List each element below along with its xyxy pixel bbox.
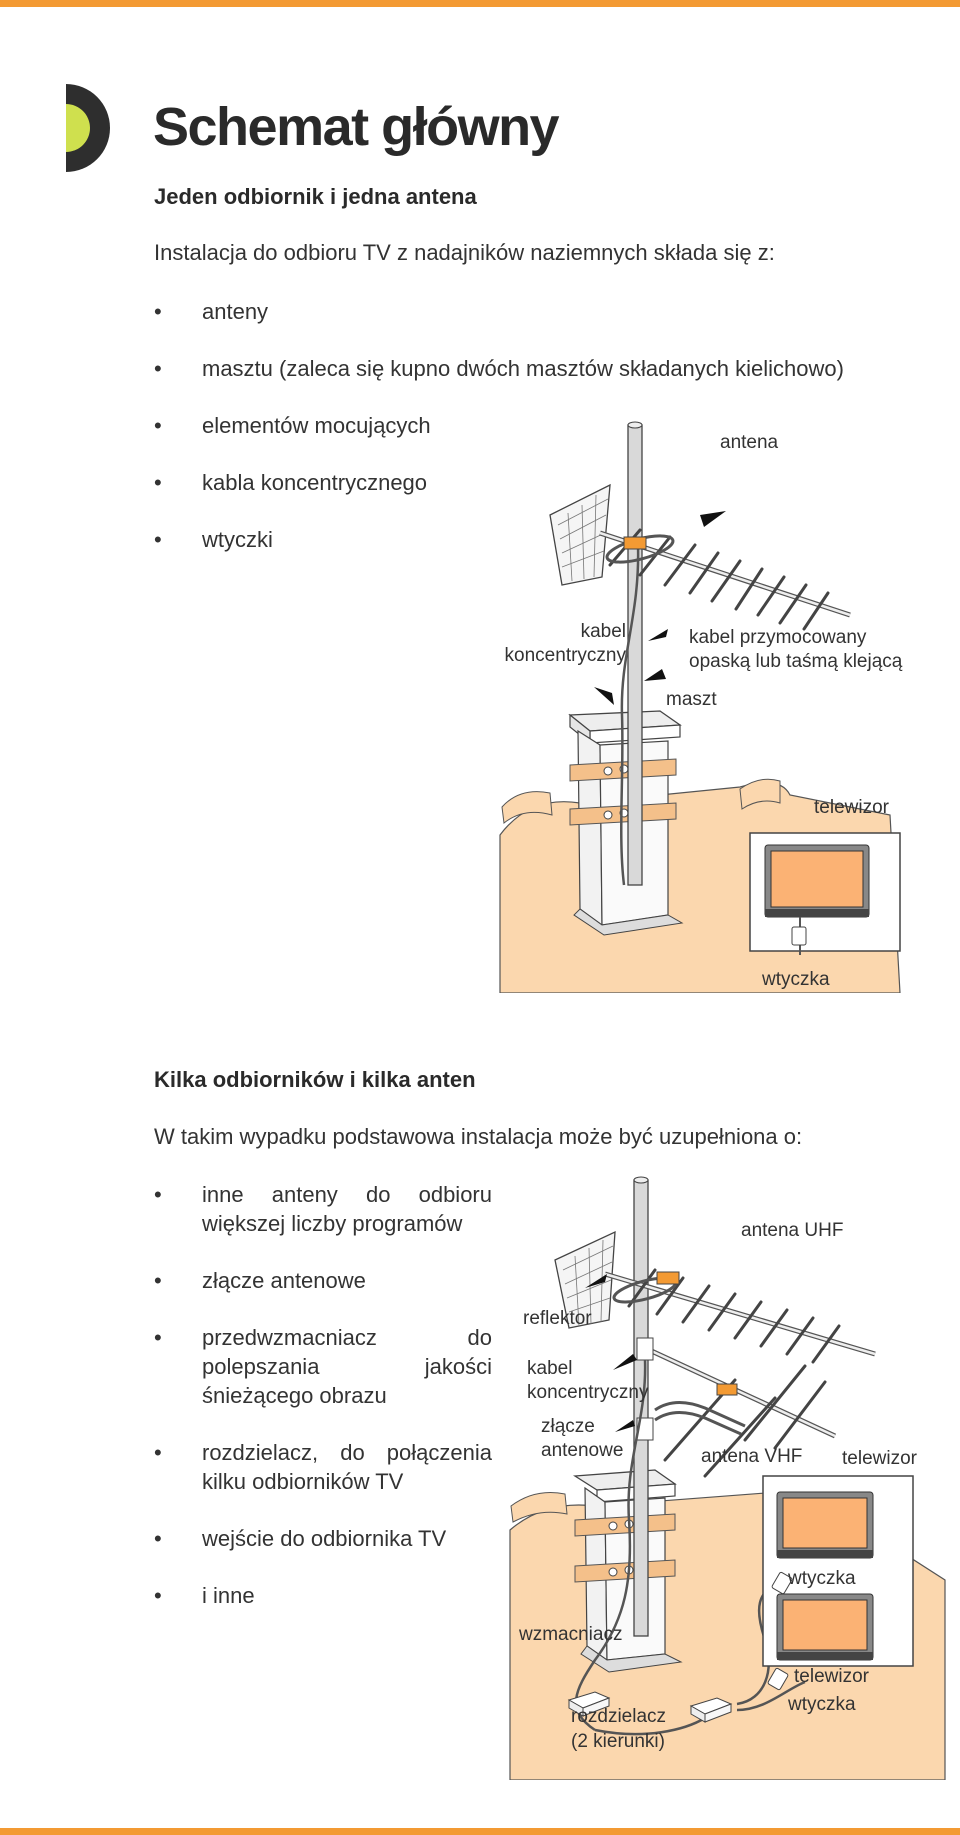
bottom-accent-bar	[0, 1828, 960, 1835]
multi-antenna-illustration: antena UHF reflektor kabel koncentryczny…	[509, 1176, 946, 1780]
label-kabel-line2: koncentryczny	[527, 1382, 649, 1403]
list-item: rozdzielacz, do połączenia kilku odbiorn…	[154, 1438, 492, 1496]
page-title: Schemat główny	[153, 97, 560, 157]
label-telewizor2: telewizor	[794, 1666, 870, 1687]
label-telewizor1: telewizor	[842, 1448, 918, 1469]
section2-intro: W takim wypadku podstawowa instalacja mo…	[154, 1124, 803, 1149]
section1-bullet-list: anteny masztu (zaleca się kupno dwóch ma…	[154, 297, 914, 582]
label-kabel-line2: koncentryczny	[505, 645, 627, 666]
label-telewizor: telewizor	[814, 797, 890, 818]
label-antena-uhf: antena UHF	[741, 1220, 843, 1241]
label-przymocowany-line1: kabel przymocowany	[689, 627, 867, 648]
list-item: elementów mocujących	[154, 411, 914, 440]
list-item: złącze antenowe	[154, 1266, 492, 1295]
section2-subtitle: Kilka odbiorników i kilka anten	[154, 1067, 476, 1092]
label-wzmacniacz: wzmacniacz	[518, 1624, 622, 1645]
label-rozdzielacz-line1: rozdzielacz	[571, 1706, 666, 1727]
list-item: kabla koncentrycznego	[154, 468, 914, 497]
top-accent-bar	[0, 0, 960, 7]
list-item: wejście do odbiornika TV	[154, 1524, 492, 1553]
section-marker-icon	[66, 84, 110, 172]
section1-subtitle: Jeden odbiornik i jedna antena	[154, 184, 477, 209]
list-item: i inne	[154, 1581, 492, 1610]
label-maszt: maszt	[666, 689, 717, 710]
single-antenna-illustration: antena kabel koncentryczny kabel przymoc…	[499, 421, 903, 993]
label-kabel-line1: kabel	[581, 621, 626, 642]
label-wtyczka: wtyczka	[761, 969, 830, 990]
label-kabel-line1: kabel	[527, 1358, 572, 1379]
list-item: inne anteny do odbioru większej liczby p…	[154, 1180, 492, 1238]
label-antena-vhf: antena VHF	[701, 1446, 802, 1467]
label-zlacze-line1: złącze	[541, 1416, 595, 1437]
list-item: przedwzmacniacz do polepszania jakości ś…	[154, 1323, 492, 1410]
label-wtyczka1: wtyczka	[787, 1568, 856, 1589]
section1-intro: Instalacja do odbioru TV z nadajników na…	[154, 240, 775, 265]
label-antena: antena	[720, 432, 779, 453]
label-reflektor: reflektor	[523, 1308, 592, 1329]
label-wtyczka2: wtyczka	[787, 1694, 856, 1715]
label-rozdzielacz-line2: (2 kierunki)	[571, 1731, 665, 1752]
section2-bullet-list: inne anteny do odbioru większej liczby p…	[154, 1180, 492, 1638]
list-item: masztu (zaleca się kupno dwóch masztów s…	[154, 354, 914, 383]
list-item: anteny	[154, 297, 914, 326]
label-zlacze-line2: antenowe	[541, 1440, 623, 1461]
label-przymocowany-line2: opaską lub taśmą klejącą	[689, 651, 903, 672]
list-item: wtyczki	[154, 525, 914, 554]
